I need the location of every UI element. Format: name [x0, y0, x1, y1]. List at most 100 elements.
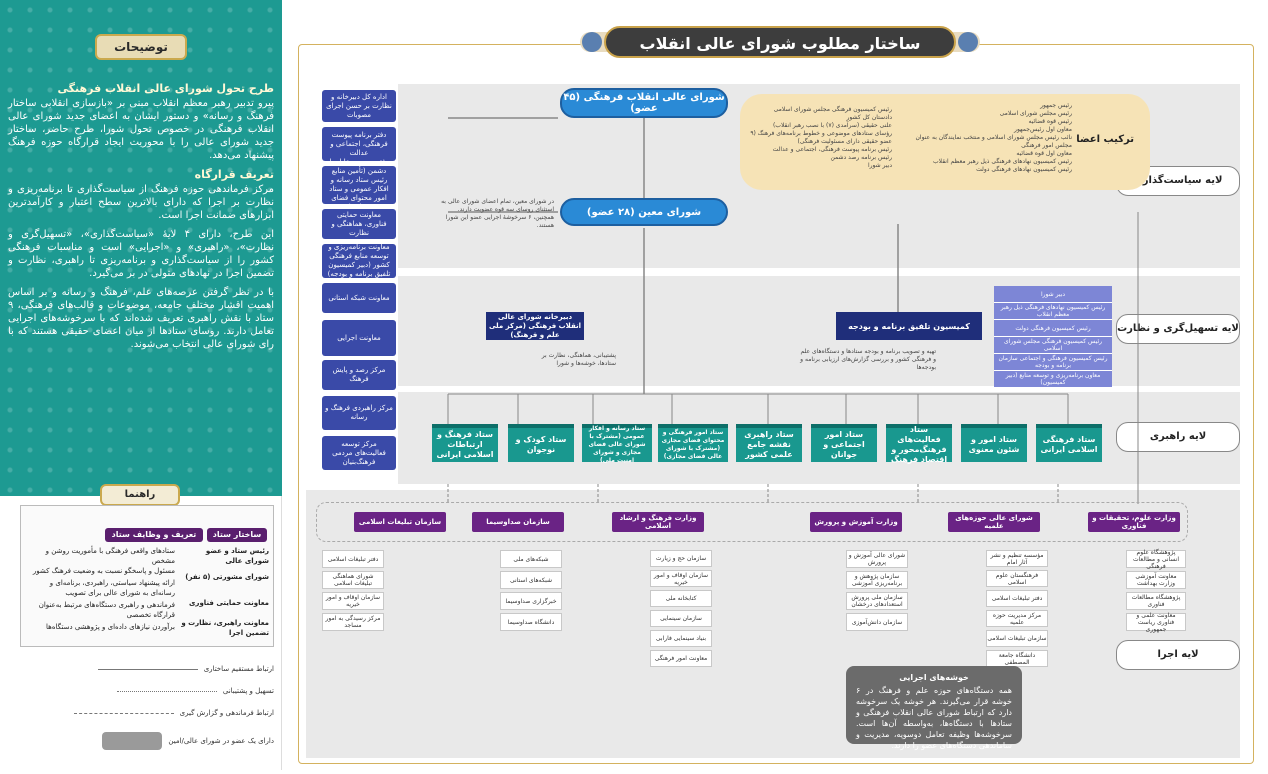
exec-item[interactable]: دانشگاه جامعة المصطفی	[986, 650, 1048, 667]
hq-science-map[interactable]: ستاد راهبری نقشه جامع علمی کشور	[736, 424, 802, 462]
left-unit-provincial-network[interactable]: معاونت شبکه استانی	[322, 283, 396, 313]
notes-heading-2: تعریف قرارگاه	[194, 168, 274, 181]
exec-item[interactable]: خبرگزاری صداوسیما	[500, 592, 562, 610]
member: رئیس کمیسیون نهادهای فرهنگی دولت	[976, 166, 1072, 173]
budget-note: تهیه و تصویب برنامه و بودجه ستادها و دست…	[800, 348, 936, 371]
commission-member: رئیس کمیسیون فرهنگی مجلس شورای اسلامی	[994, 337, 1112, 354]
legend-row: تسهیل و پشتیبانی	[20, 682, 274, 700]
hq-islamic-communication[interactable]: ستاد فرهنگ و ارتباطات اسلامی ایرانی	[432, 424, 498, 462]
member: معاون اول قوه قضائیه	[1016, 150, 1072, 157]
left-unit-culture-monitoring[interactable]: مرکز رصد و پایش فرهنگ	[322, 360, 396, 390]
hq-spiritual-affairs[interactable]: ستاد امور و شئون معنوی	[961, 424, 1027, 462]
member: دادستان کل کشور	[846, 114, 892, 121]
exec-item[interactable]: سازمان حج و زیارت	[650, 550, 712, 567]
exec-item[interactable]: دفتر تبلیغات اسلامی	[322, 550, 384, 568]
legend-row: دارای یک عضو در شورای عالی/امین	[20, 730, 274, 752]
hq-cyberspace-content[interactable]: ستاد امور فرهنگی و محتوای فضای مجازی (مش…	[658, 424, 728, 462]
notes-body-4: با در نظر گرفتن عرصه‌های علم، فرهنگ و رس…	[8, 287, 274, 350]
cluster-head-propagation[interactable]: سازمان تبلیغات اسلامی	[354, 512, 446, 532]
left-unit-planning-deputy[interactable]: معاونت برنامه‌ریزی و توسعه منابع فرهنگی …	[322, 243, 396, 278]
exec-item[interactable]: شبکه‌های استانی	[500, 571, 562, 589]
exec-item[interactable]: فرهنگستان علوم اسلامی	[986, 570, 1048, 587]
cluster-items-seminary: مؤسسه تنظیم و نشر آثار امام فرهنگستان عل…	[986, 550, 1048, 670]
exec-item[interactable]: مرکز رسیدگی به امور مساجد	[322, 613, 384, 631]
guide-col2-item: فرماندهی و راهبری دستگاه‌های مرتبط به‌عن…	[38, 601, 175, 619]
legend-label: تسهیل و پشتیبانی	[222, 687, 274, 695]
exec-item[interactable]: دفتر تبلیغات اسلامی	[986, 590, 1048, 607]
left-unit-secretariat-office[interactable]: اداره کل دبیرخانه و نظارت بر حسن اجرای م…	[322, 90, 396, 122]
exec-item[interactable]: سازمان اوقاف و امور خیریه	[650, 570, 712, 587]
cluster-items-propagation: دفتر تبلیغات اسلامی شورای هماهنگی تبلیغا…	[322, 550, 384, 634]
left-unit-executive-deputy[interactable]: معاونت اجرایی	[322, 320, 396, 356]
exec-item[interactable]: کتابخانه ملی	[650, 590, 712, 607]
assistant-council[interactable]: شورای معین (۲۸ عضو)	[560, 198, 728, 226]
cluster-head-broadcasting[interactable]: سازمان صداوسیما	[472, 512, 564, 532]
layer-label-execution: لایه اجرا	[1116, 640, 1240, 670]
member: رئیس مجلس شورای اسلامی	[999, 110, 1072, 117]
exec-item[interactable]: شورای هماهنگی تبلیغات اسلامی	[322, 571, 384, 589]
exec-item[interactable]: شورای عالی آموزش و پرورش	[846, 550, 908, 568]
notes-body-1: پیرو تدبیر رهبر معظم انقلاب مبنی بر «باز…	[8, 98, 274, 161]
left-unit-support-deputy[interactable]: معاونت حمایتی فناوری، هماهنگی و نظارت	[322, 209, 396, 239]
left-unit-cultural-annex[interactable]: دفتر برنامه پیوست فرهنگی، اجتماعی و عدال…	[322, 127, 396, 161]
exec-item[interactable]: سازمان تبلیغات اسلامی	[986, 630, 1048, 647]
exec-item[interactable]: بنیاد سینمایی فارابی	[650, 630, 712, 647]
members-right: رئیس جمهور رئیس مجلس شورای اسلامی رئیس ق…	[906, 102, 1073, 186]
exec-item[interactable]: پژوهشگاه مطالعات فناوری	[1126, 592, 1186, 610]
member: علنی حقیقی (سرآمدی (۷) با نصب رهبر انقلا…	[772, 122, 892, 129]
commission-member: رئیس کمیسیون فرهنگی و اجتماعی سازمان برن…	[994, 354, 1112, 371]
left-unit-enemy-monitoring[interactable]: دفتر رصد و مقابله با دشمن (تأمین منابع ر…	[322, 158, 396, 211]
notes-text: طرح تحول شورای عالی انقلاب فرهنگی پیرو ت…	[8, 78, 274, 488]
cluster-head-culture-ministry[interactable]: وزارت فرهنگ و ارشاد اسلامی	[612, 512, 704, 532]
exec-item[interactable]: معاونت آموزشی وزارت بهداشت	[1126, 571, 1186, 589]
notes-heading-1: طرح تحول شورای عالی انقلاب فرهنگی	[57, 82, 275, 95]
exec-item[interactable]: معاونت امور فرهنگی	[650, 650, 712, 667]
hq-social-youth[interactable]: ستاد امور اجتماعی و جوانان	[811, 424, 877, 462]
guide-col2-header: تعریف و وظایف ستاد	[105, 528, 203, 542]
guide-col2-item: مسئول و پاسخگو نسبت به وضعیت فرهنگ کشور	[32, 567, 175, 575]
cluster-head-education[interactable]: وزارت آموزش و پرورش	[810, 512, 902, 532]
explanations-sidebar: توضیحات طرح تحول شورای عالی انقلاب فرهنگ…	[0, 0, 282, 770]
legend-label: ارتباط فرماندهی و گزارش گیری	[179, 709, 274, 717]
hq-children[interactable]: ستاد کودک و نوجوان	[508, 424, 574, 462]
exec-item[interactable]: معاونت علمی و فناوری ریاست جمهوری	[1126, 612, 1186, 633]
exec-item[interactable]: سازمان پژوهش و برنامه‌ریزی آموزشی	[846, 571, 908, 589]
line-arrow-icon	[116, 690, 217, 692]
member: رئیس برنامه رصد دشمن	[830, 154, 892, 161]
exec-item[interactable]: سازمان اوقاف و امور خیریه	[322, 592, 384, 610]
cluster-head-science[interactable]: وزارت علوم، تحقیقات و فناوری	[1088, 512, 1180, 532]
legend-label: دارای یک عضو در شورای عالی/امین	[168, 737, 274, 745]
exec-item[interactable]: سازمان سینمایی	[650, 610, 712, 627]
guide-box: ساختار ستاد تعریف و وظایف ستاد رئیس ستاد…	[20, 505, 274, 647]
layer-label-steering: لایه راهبری	[1116, 422, 1240, 452]
guide-col2-item: برآوردن نیازهای داده‌ای و پژوهشی دستگاه‌…	[46, 623, 175, 631]
exec-item[interactable]: شبکه‌های ملی	[500, 550, 562, 568]
member: رئیس قوه قضائیه	[1028, 118, 1072, 125]
guide-col2-item: ستادهای واقعی فرهنگی با مأموریت روشن و م…	[45, 547, 175, 565]
page-title: ساختار مطلوب شورای عالی انقلاب فرهنگی	[604, 26, 956, 85]
cluster-head-seminary[interactable]: شورای عالی حوزه‌های علمیه	[948, 512, 1040, 532]
hq-cultural-economy[interactable]: ستاد فعالیت‌های فرهنگ‌محور و اقتصاد فرهن…	[886, 424, 952, 464]
exec-item[interactable]: سازمان دانش‌آموزی	[846, 613, 908, 631]
legend-row: ارتباط فرماندهی و گزارش گیری	[20, 704, 274, 722]
exec-item[interactable]: سازمان ملی پرورش استعدادهای درخشان	[846, 592, 908, 610]
exec-item[interactable]: مرکز مدیریت حوزه علمیه	[986, 610, 1048, 627]
commission-member: دبیر شورا	[994, 286, 1112, 303]
supreme-council[interactable]: شورای عالی انقلاب فرهنگی (۴۵ عضو)	[560, 88, 728, 118]
exec-item[interactable]: مؤسسه تنظیم و نشر آثار امام	[986, 550, 1048, 567]
budget-commission[interactable]: کمیسیون تلفیق برنامه و بودجه	[836, 312, 982, 340]
secretariat-note: پشتیبانی، هماهنگی، نظارت بر ستادها، خوشه…	[541, 352, 616, 367]
commission-members: دبیر شورا رئیس کمیسیون نهادهای فرهنگی ذی…	[994, 286, 1112, 388]
clusters-note-body: همه دستگاه‌های حوزه علم و فرهنگ در ۶ خوش…	[856, 686, 1012, 750]
hq-media-public-opinion[interactable]: ستاد رسانه و افکار عمومی (مشترک با شورای…	[582, 424, 652, 464]
member: رئیس برنامه پیوست فرهنگی، اجتماعی و عدال…	[772, 146, 892, 153]
left-unit-people-center[interactable]: مرکز توسعه فعالیت‌های مردمی فرهنگ‌بنیان	[322, 436, 396, 470]
secretariat[interactable]: دبیرخانه شورای عالی انقلاب فرهنگی (مرکز …	[486, 312, 584, 340]
member-swatch-icon	[102, 732, 163, 750]
hq-islamic-iranian-culture[interactable]: ستاد فرهنگی اسلامی ایرانی	[1036, 424, 1102, 462]
left-unit-strategic-center[interactable]: مرکز راهبردی فرهنگ و رسانه	[322, 396, 396, 430]
commission-member: معاون برنامه‌ریزی و توسعه منابع (دبیر کم…	[994, 371, 1112, 388]
exec-item[interactable]: پژوهشگاه علوم انسانی و مطالعات فرهنگی	[1126, 549, 1186, 570]
member: رئیس کمیسیون فرهنگی مجلس شورای اسلامی	[773, 106, 892, 113]
exec-item[interactable]: دانشگاه صداوسیما	[500, 613, 562, 631]
